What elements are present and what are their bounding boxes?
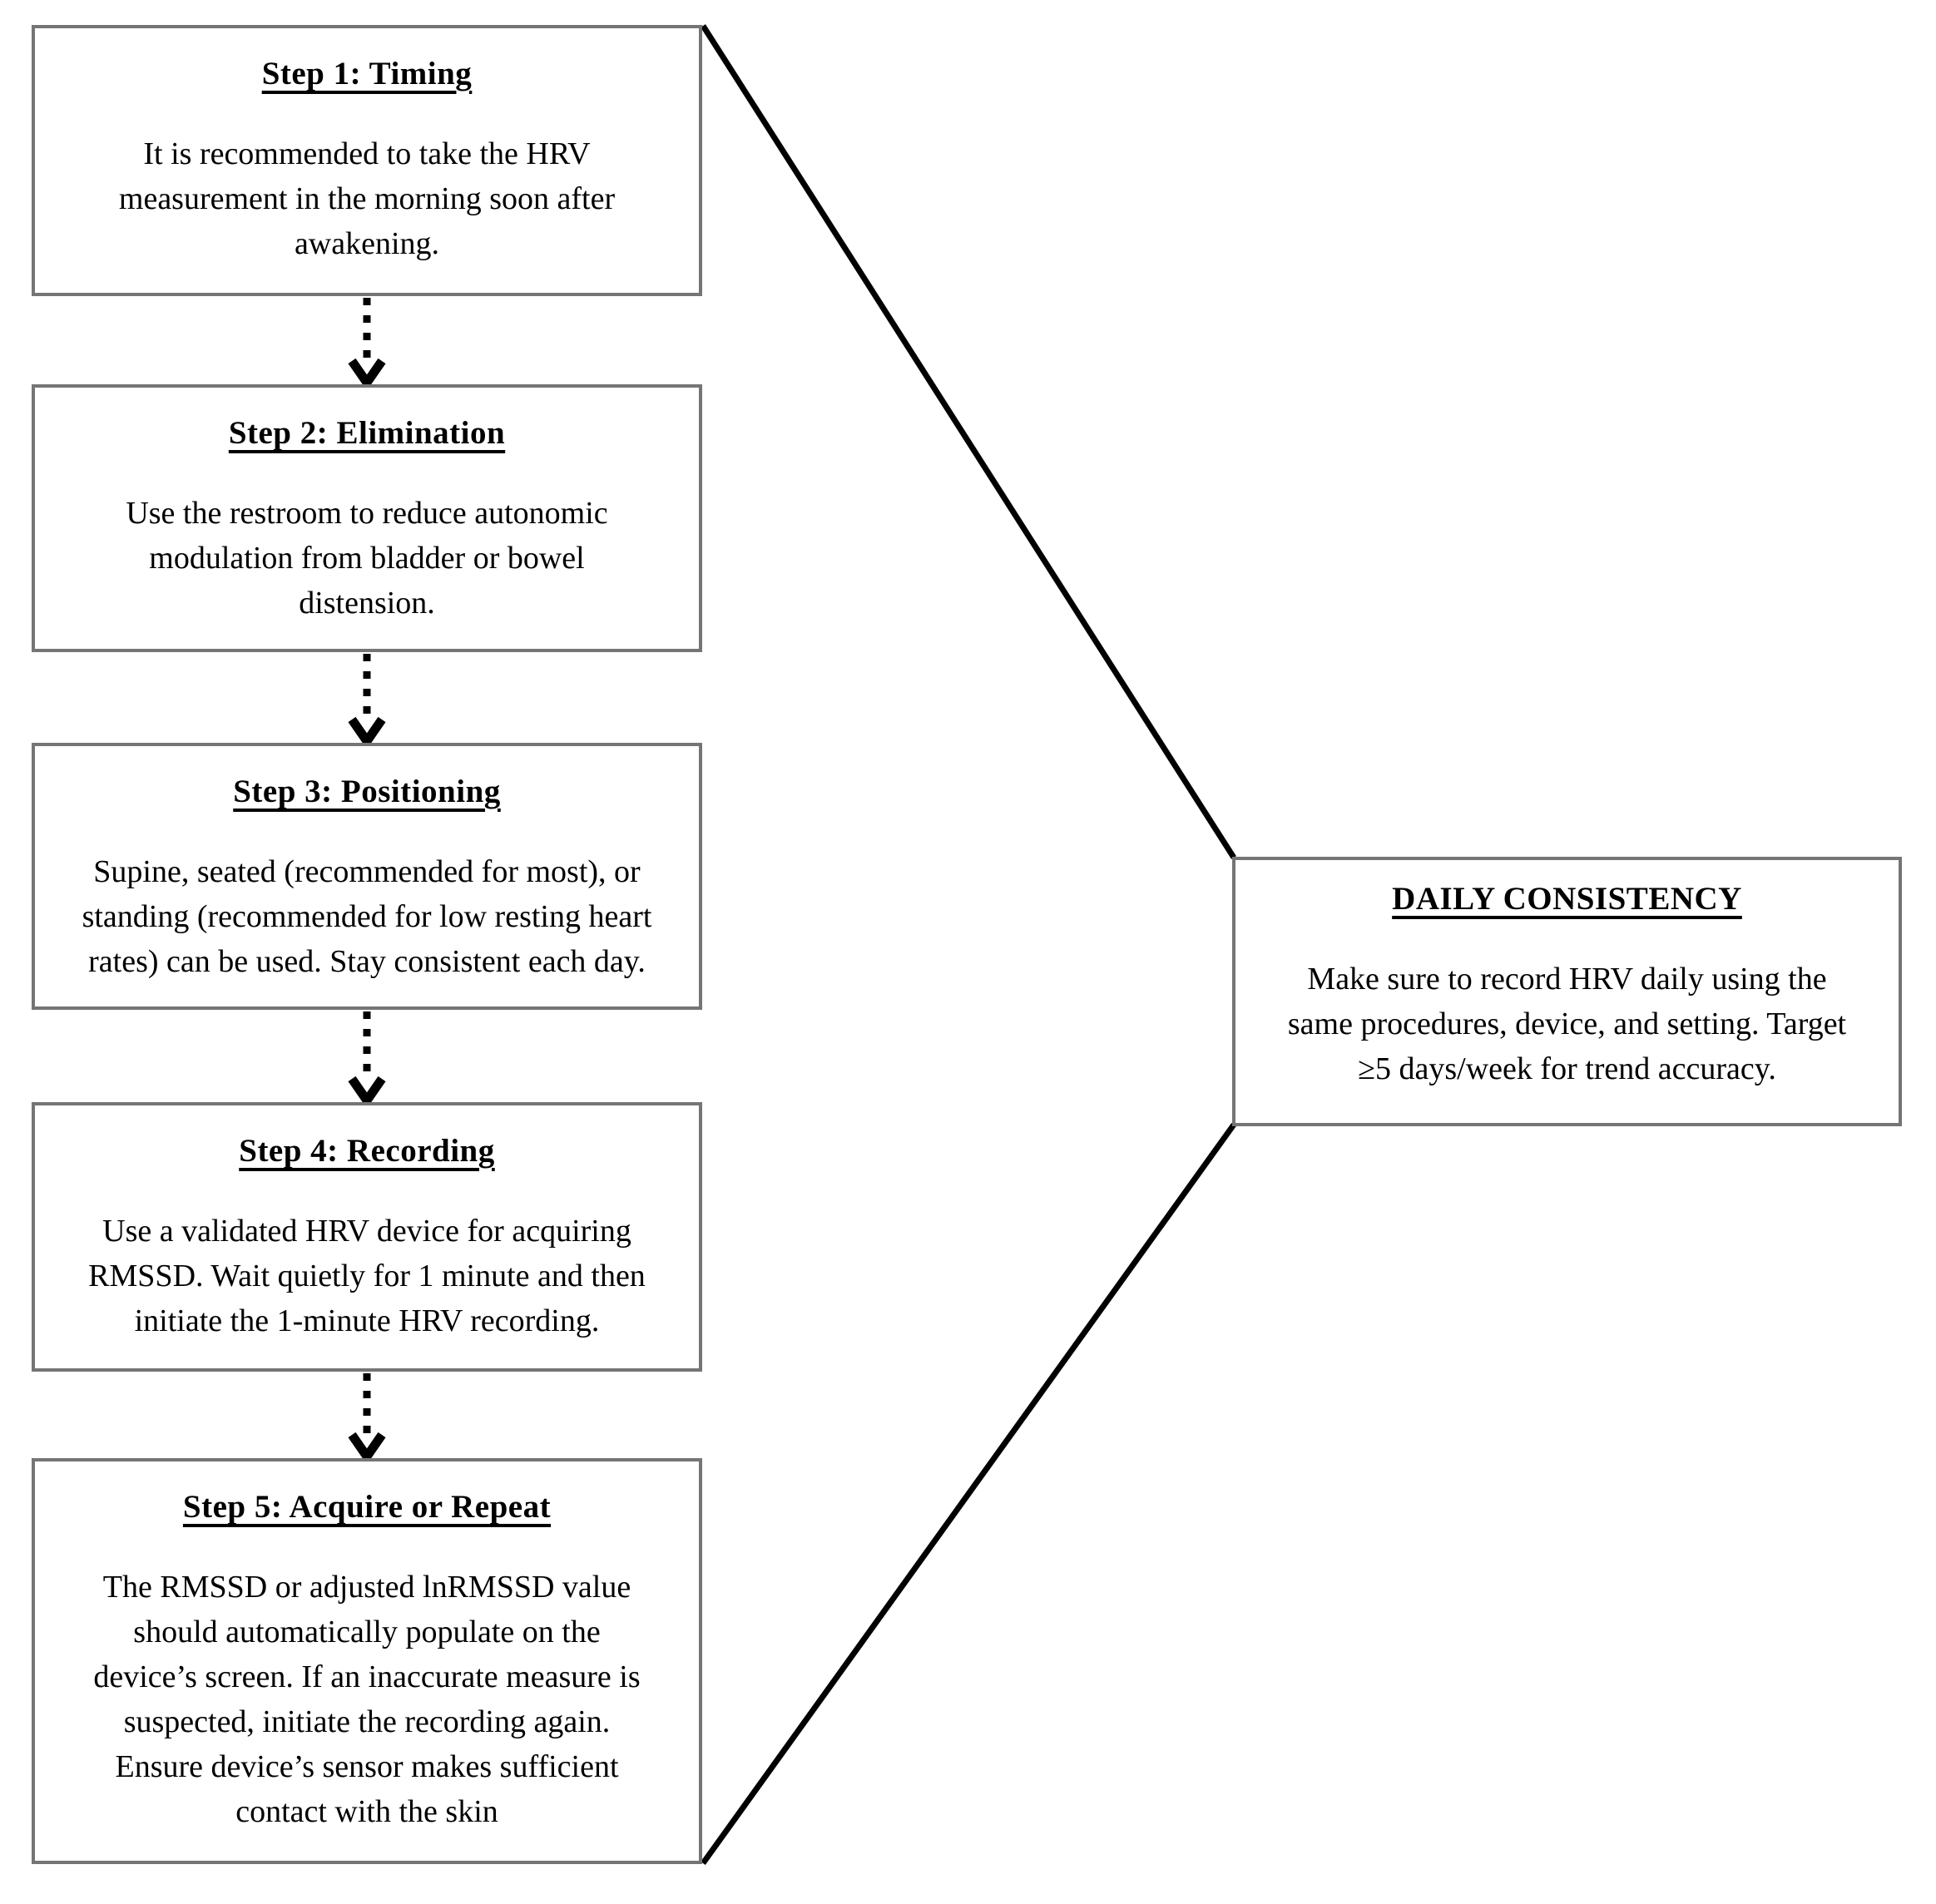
arrow-head-icon	[348, 1432, 386, 1465]
arrow-head-icon	[348, 716, 386, 749]
step-2-body: Use the restroom to reduce autonomic mod…	[126, 496, 608, 621]
step-4-box: Step 4: Recording Use a validated HRV de…	[32, 1102, 702, 1372]
arrow-step4-to-step5	[348, 1373, 386, 1465]
step-4-body: Use a validated HRV device for acquiring…	[88, 1214, 646, 1338]
step-1-title: Step 1: Timing	[261, 56, 473, 91]
arrow-head-icon	[348, 1076, 386, 1109]
step-5-title: Step 5: Acquire or Repeat	[182, 1489, 552, 1525]
step-2-box: Step 2: Elimination Use the restroom to …	[32, 384, 702, 652]
step-5-body: The RMSSD or adjusted lnRMSSD value shou…	[93, 1570, 641, 1829]
step-4-title: Step 4: Recording	[239, 1133, 495, 1169]
connector-daily-to-step5	[701, 1122, 1236, 1866]
step-3-title: Step 3: Positioning	[233, 774, 501, 809]
arrow-head-icon	[348, 358, 386, 391]
daily-consistency-body: Make sure to record HRV daily using the …	[1287, 962, 1847, 1086]
step-3-body: Supine, seated (recommended for most), o…	[82, 854, 652, 979]
arrow-step3-to-step4	[348, 1011, 386, 1109]
daily-consistency-title: DAILY CONSISTENCY	[1392, 881, 1742, 917]
step-3-box: Step 3: Positioning Supine, seated (reco…	[32, 743, 702, 1010]
connector-step1-to-daily	[701, 24, 1236, 859]
daily-consistency-box: DAILY CONSISTENCY Make sure to record HR…	[1232, 857, 1902, 1126]
step-5-box: Step 5: Acquire or Repeat The RMSSD or a…	[32, 1458, 702, 1864]
arrow-step1-to-step2	[348, 298, 386, 391]
arrow-step2-to-step3	[348, 654, 386, 749]
step-2-title: Step 2: Elimination	[228, 415, 506, 451]
step-1-box: Step 1: Timing It is recommended to take…	[32, 25, 702, 296]
step-1-body: It is recommended to take the HRV measur…	[118, 136, 616, 261]
